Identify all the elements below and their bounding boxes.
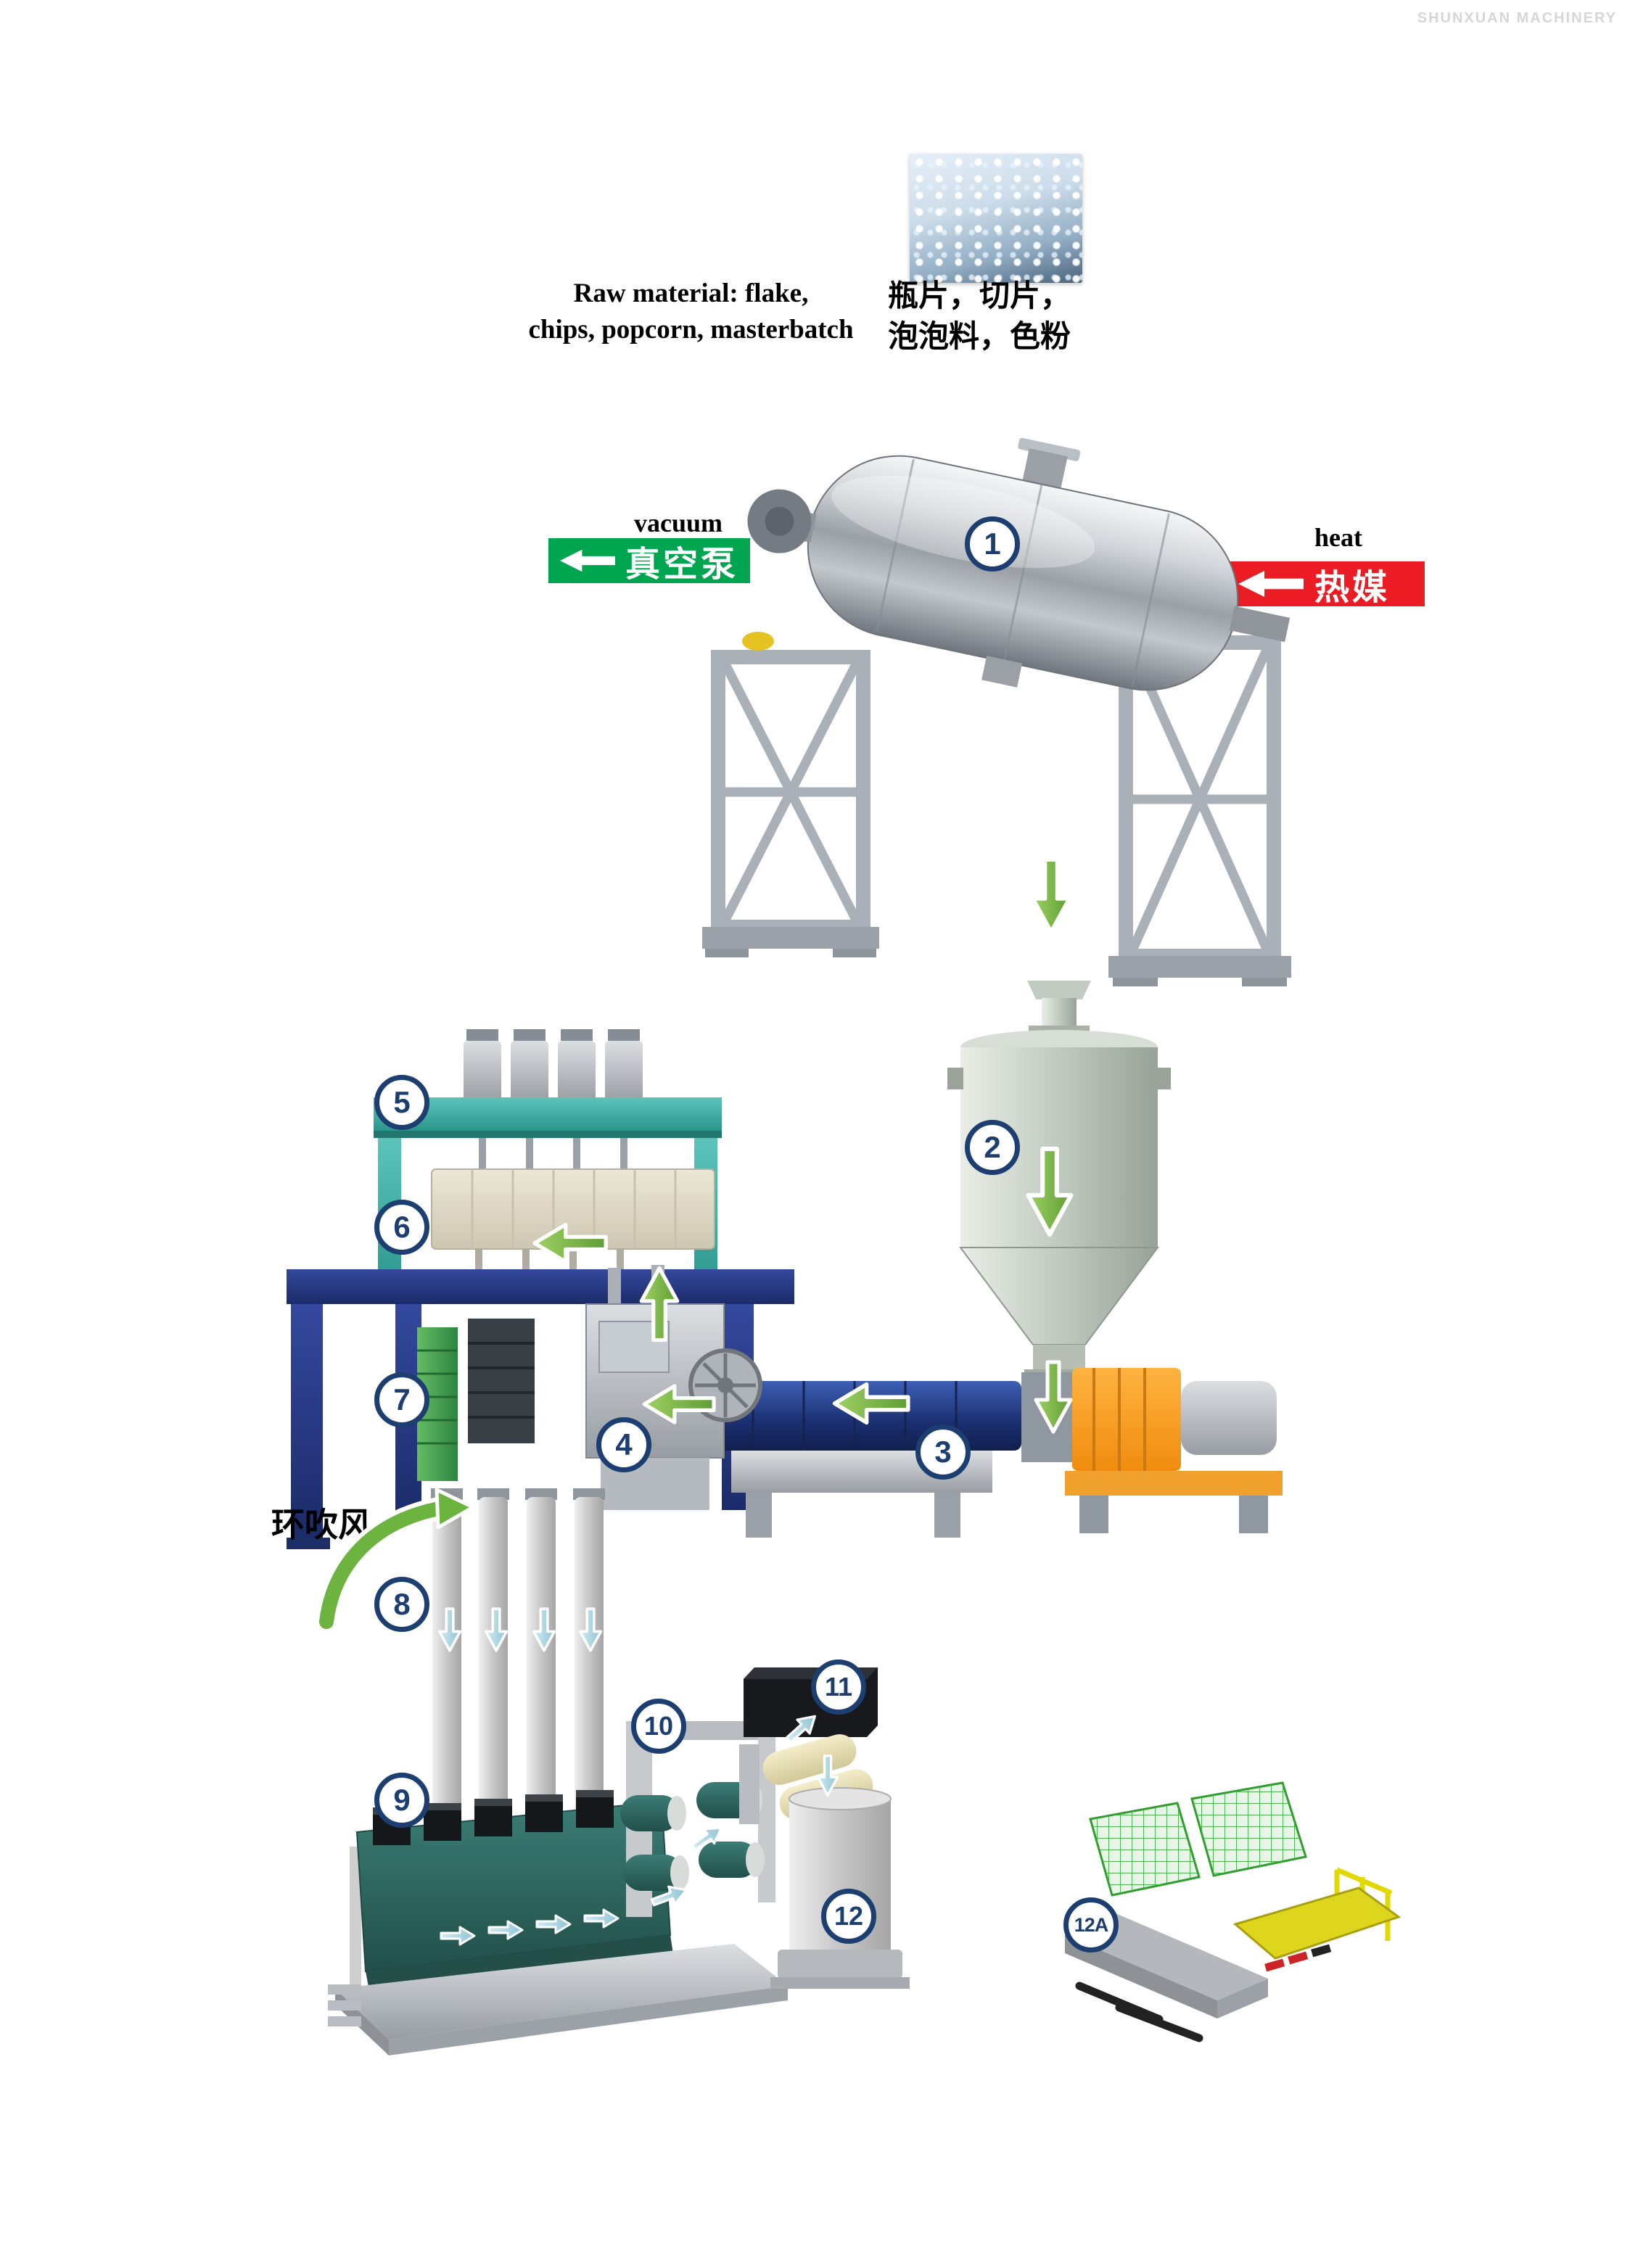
heat-banner-text: 热媒 bbox=[1314, 569, 1391, 607]
raw-material-en-line1: Raw material: flake, bbox=[573, 279, 809, 308]
watermark: SHUNXUAN MACHINERY bbox=[1417, 10, 1617, 26]
take-up-machine bbox=[328, 1790, 788, 2055]
rollers bbox=[1264, 1944, 1332, 1972]
quench-frame bbox=[287, 1269, 794, 1549]
flow-arrow-left-icon bbox=[531, 1220, 606, 1266]
raw-material-photo bbox=[910, 154, 1082, 283]
heat-caption: heat bbox=[1314, 523, 1362, 552]
spin-manifold bbox=[431, 1168, 715, 1279]
ring-blow-label: 环吹风 bbox=[271, 1506, 371, 1543]
drum-stand-left bbox=[702, 650, 879, 957]
flow-arrow-up-icon bbox=[637, 1261, 682, 1348]
airflow-arrow-down-icon bbox=[532, 1607, 556, 1652]
extruder bbox=[688, 1368, 1283, 1538]
flow-arrow-down-icon bbox=[1029, 857, 1074, 934]
gearbox bbox=[1072, 1368, 1181, 1471]
heat-banner: 热媒 bbox=[1226, 561, 1425, 607]
step-badge-10: 10 bbox=[631, 1699, 686, 1754]
raw-material-zh-line1: 瓶片，切片， bbox=[888, 279, 1071, 313]
airflow-arrow-down-icon bbox=[437, 1607, 462, 1652]
step-badge-6: 6 bbox=[374, 1200, 429, 1255]
drum-dryer bbox=[742, 437, 1291, 691]
vacuum-banner: 真空泵 bbox=[548, 538, 750, 584]
thread-arrow-right-icon bbox=[487, 1920, 524, 1940]
left-arrow-icon bbox=[1238, 571, 1304, 597]
step-badge-8: 8 bbox=[374, 1577, 429, 1632]
thread-arrow-right-icon bbox=[535, 1914, 572, 1934]
extruder-motor bbox=[1181, 1381, 1277, 1455]
thread-arrow-right-icon bbox=[583, 1908, 620, 1929]
vacuum-banner-text: 真空泵 bbox=[625, 545, 738, 584]
raw-material-zh-line2: 泡泡料，色粉 bbox=[888, 319, 1071, 353]
step-badge-1: 1 bbox=[965, 516, 1020, 572]
dosing-motors bbox=[464, 1029, 643, 1102]
step-badge-12: 12 bbox=[821, 1889, 876, 1944]
baler-machine bbox=[1065, 1781, 1401, 2042]
airflow-arrow-down-icon bbox=[484, 1607, 509, 1652]
vacuum-caption: vacuum bbox=[633, 508, 723, 537]
raw-material-en-line2: chips, popcorn, masterbatch bbox=[528, 315, 854, 345]
quench-ducts bbox=[431, 1488, 605, 1880]
airflow-arrow-down-icon bbox=[578, 1607, 603, 1652]
ring-blow-curved-arrow-icon bbox=[315, 1488, 475, 1633]
step-badge-12a: 12A bbox=[1063, 1897, 1119, 1952]
raw-material-label-zh: 瓶片，切片， 泡泡料，色粉 bbox=[888, 276, 1120, 357]
raw-material-label-en: Raw material: flake, chips, popcorn, mas… bbox=[493, 276, 889, 348]
thread-arrow-right-icon bbox=[440, 1926, 476, 1946]
flow-arrow-down-icon bbox=[1023, 1149, 1077, 1234]
step-badge-4: 4 bbox=[596, 1417, 651, 1472]
step-badge-7: 7 bbox=[374, 1372, 429, 1427]
fiber-can bbox=[770, 1787, 910, 1989]
step-badge-11: 11 bbox=[811, 1659, 866, 1715]
step-badge-3: 3 bbox=[915, 1424, 971, 1480]
flow-arrow-left-icon bbox=[641, 1381, 714, 1427]
flow-arrow-down-icon bbox=[1032, 1361, 1075, 1433]
flow-arrow-left-icon bbox=[823, 1380, 917, 1427]
left-arrow-icon bbox=[560, 549, 615, 572]
step-badge-5: 5 bbox=[374, 1075, 429, 1130]
thread-arrow-down-icon bbox=[816, 1754, 839, 1797]
metering-unit bbox=[468, 1319, 535, 1443]
deck bbox=[1232, 1886, 1401, 1960]
step-badge-9: 9 bbox=[374, 1773, 429, 1828]
step-badge-2: 2 bbox=[965, 1120, 1020, 1175]
support-arms bbox=[1075, 1982, 1203, 2042]
